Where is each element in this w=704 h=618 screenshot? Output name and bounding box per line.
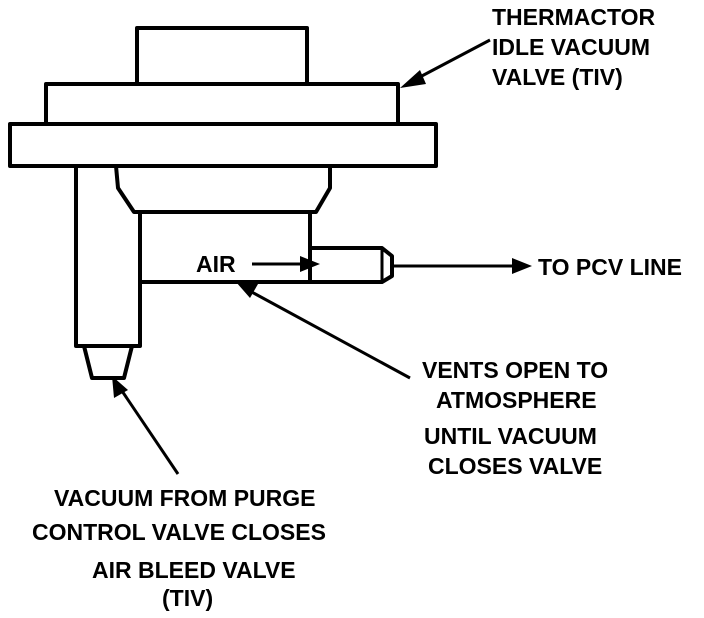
- vacuum-label: VACUUM FROM PURGE CONTROL VALVE CLOSES A…: [32, 485, 326, 611]
- valve-upper-housing: [44, 82, 400, 126]
- tiv-label: THERMACTOR IDLE VACUUM VALVE (TIV): [492, 4, 656, 90]
- leader-lines: [112, 38, 532, 475]
- pcv-arrowhead: [512, 258, 532, 274]
- vents-label-line1: VENTS OPEN TO: [422, 357, 608, 383]
- vacuum-label-line1: VACUUM FROM PURGE: [54, 485, 316, 511]
- air-label: AIR: [196, 251, 236, 277]
- vacuum-arrowhead: [112, 376, 128, 398]
- valve-lower-funnel: [114, 164, 332, 214]
- pcv-label: TO PCV LINE: [538, 254, 682, 280]
- tiv-label-line3: VALVE (TIV): [492, 64, 623, 90]
- vents-label: VENTS OPEN TO ATMOSPHERE UNTIL VACUUM CL…: [422, 357, 608, 479]
- tiv-label-line1: THERMACTOR: [492, 4, 656, 30]
- valve-flange: [8, 122, 438, 168]
- air-chamber: [138, 210, 312, 284]
- valve-top-cap: [135, 26, 309, 86]
- tiv-arrowhead: [400, 70, 426, 88]
- vents-arrowhead: [236, 282, 258, 298]
- vents-label-line3: UNTIL VACUUM: [424, 423, 597, 449]
- tiv-label-line2: IDLE VACUUM: [492, 34, 650, 60]
- vents-label-line4: CLOSES VALVE: [428, 453, 602, 479]
- vacuum-label-line4: (TIV): [162, 585, 213, 611]
- air-arrowhead: [300, 256, 320, 272]
- vents-label-line2: ATMOSPHERE: [436, 387, 597, 413]
- vacuum-label-line3: AIR BLEED VALVE: [92, 557, 296, 583]
- vacuum-label-line2: CONTROL VALVE CLOSES: [32, 519, 326, 545]
- vacuum-port-nozzle: [82, 344, 134, 380]
- valve-assembly: [8, 26, 438, 380]
- pcv-outlet-pipe: [308, 246, 394, 284]
